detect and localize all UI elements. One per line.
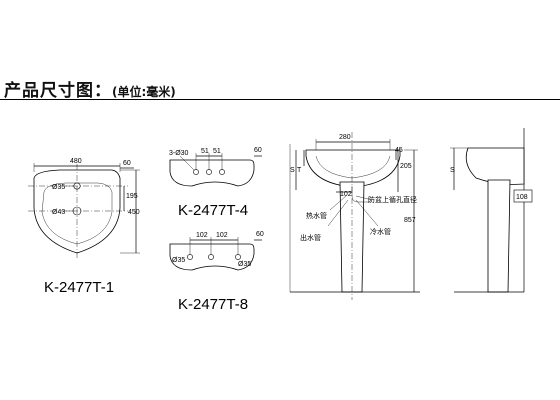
dim-205: 205 bbox=[400, 163, 412, 170]
label-hot-pipe: 热水管 bbox=[306, 211, 327, 220]
dim-s-b: S bbox=[450, 167, 455, 174]
basin-top-view bbox=[28, 163, 140, 258]
dim-45: 45 bbox=[395, 147, 403, 154]
dim-t-a: T bbox=[297, 167, 302, 174]
dim-857: 857 bbox=[404, 217, 416, 224]
dim-450: 450 bbox=[128, 209, 140, 216]
label-outlet-pipe: 出水管 bbox=[300, 233, 321, 242]
dim-51-b: 51 bbox=[213, 148, 221, 155]
title-block: 产品尺寸图：(单位:毫米) bbox=[4, 76, 176, 101]
dim-108: 108 bbox=[516, 194, 528, 201]
dim-60-b: 60 bbox=[254, 147, 262, 154]
dim-480: 480 bbox=[70, 158, 82, 165]
basin-side-view-4 bbox=[169, 153, 262, 187]
dim-dia35-b: Ø35 bbox=[172, 257, 185, 264]
dim-195: 195 bbox=[126, 193, 138, 200]
model-k2477t-8: K-2477T-8 bbox=[178, 296, 248, 313]
pedestal-side-view bbox=[450, 128, 533, 293]
taphole-mid-icon bbox=[208, 254, 214, 260]
model-k2477t-4: K-2477T-4 bbox=[178, 202, 248, 219]
dim-102-b: 102 bbox=[216, 232, 228, 239]
dim-s-a: S bbox=[290, 167, 295, 174]
header-rule bbox=[0, 99, 560, 100]
dim-51-a: 51 bbox=[201, 148, 209, 155]
taphole-hot-icon bbox=[187, 254, 193, 260]
dim-3-dia30: 3-Ø30 bbox=[169, 150, 189, 157]
dim-60-a: 60 bbox=[123, 160, 131, 167]
taphole-left-icon bbox=[193, 169, 199, 175]
page-title: 产品尺寸图： bbox=[4, 81, 112, 101]
taphole-center-icon bbox=[206, 169, 212, 175]
label-cold-pipe: 冷水管 bbox=[370, 227, 391, 236]
dim-102-c: 102 bbox=[340, 191, 352, 198]
dim-dia43: Ø43 bbox=[52, 209, 65, 216]
label-waste: 防盆上循孔直径 bbox=[368, 195, 417, 204]
dim-dia35-a: Ø35 bbox=[52, 184, 65, 191]
basin-side-view-8 bbox=[169, 237, 262, 271]
pedestal-front-view bbox=[289, 132, 420, 300]
taphole-right-icon bbox=[219, 169, 225, 175]
unit-note: (单位:毫米) bbox=[112, 85, 176, 99]
taphole-cold-icon bbox=[235, 254, 241, 260]
model-k2477t-1: K-2477T-1 bbox=[44, 279, 114, 296]
dim-60-c: 60 bbox=[256, 231, 264, 238]
dim-102-a: 102 bbox=[196, 232, 208, 239]
dim-dia35-c: Ø35 bbox=[238, 261, 251, 268]
dim-280: 280 bbox=[339, 134, 351, 141]
